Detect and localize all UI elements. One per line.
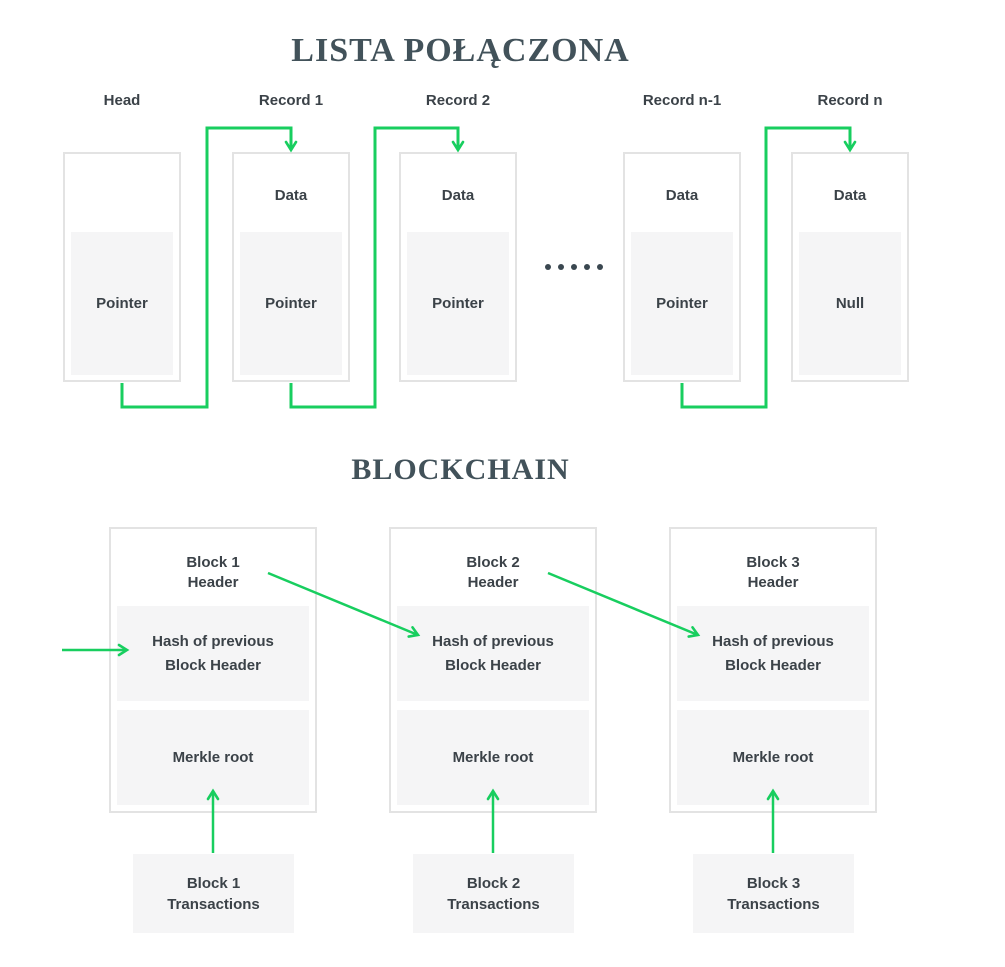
tx-line1: Block 1	[186, 874, 241, 892]
list-node-record-1: Data Pointer	[232, 152, 350, 382]
dot-icon	[597, 264, 603, 270]
merkle-root-box: Merkle root	[397, 710, 589, 805]
hash-line2: Block Header	[165, 656, 261, 674]
list-node-record-n: Data Null	[791, 152, 909, 382]
ellipsis-dots	[545, 264, 603, 270]
block-header-line1: Block 1	[186, 554, 240, 571]
node-pointer-box: Pointer	[71, 232, 173, 375]
block-1-transactions-box: Block 1 Transactions	[133, 854, 294, 933]
block-header-label: Block 3 Header	[671, 553, 875, 593]
blockchain-title: BLOCKCHAIN	[351, 453, 570, 486]
block-2-transactions-box: Block 2 Transactions	[413, 854, 574, 933]
hash-of-previous-box: Hash of previous Block Header	[397, 606, 589, 701]
block-header-line2: Header	[467, 574, 519, 591]
block-header-label: Block 2 Header	[391, 553, 595, 593]
node-pointer-box: Pointer	[240, 232, 342, 375]
node-data-label: Data	[274, 187, 308, 204]
block-header-line1: Block 3	[746, 554, 800, 571]
dot-icon	[584, 264, 590, 270]
block-header-label: Block 1 Header	[111, 553, 315, 593]
hash-line1: Hash of previous	[712, 632, 834, 650]
merkle-root-label: Merkle root	[172, 749, 254, 766]
tx-line1: Block 3	[746, 874, 801, 892]
hash-line2: Block Header	[725, 656, 821, 674]
tx-line2: Transactions	[447, 895, 540, 913]
node-pointer-label: Pointer	[656, 295, 708, 312]
node-data-label: Data	[833, 187, 867, 204]
node-pointer-label: Pointer	[96, 295, 148, 312]
block-header-line2: Header	[747, 574, 799, 591]
blockchain-block-1: Block 1 Header Hash of previous Block He…	[109, 527, 317, 813]
node-label-record-n1: Record n-1	[642, 92, 722, 109]
hash-line1: Hash of previous	[432, 632, 554, 650]
node-label-head: Head	[103, 92, 141, 109]
block-3-transactions-box: Block 3 Transactions	[693, 854, 854, 933]
node-pointer-label: Pointer	[432, 295, 484, 312]
node-pointer-box: Pointer	[407, 232, 509, 375]
merkle-root-box: Merkle root	[117, 710, 309, 805]
node-pointer-box: Pointer	[631, 232, 733, 375]
node-label-record-n: Record n	[817, 92, 883, 109]
node-null-label: Null	[835, 295, 865, 312]
block-header-line1: Block 2	[466, 554, 520, 571]
dot-icon	[571, 264, 577, 270]
hash-of-previous-box: Hash of previous Block Header	[677, 606, 869, 701]
tx-line1: Block 2	[466, 874, 521, 892]
node-null-box: Null	[799, 232, 901, 375]
dot-icon	[558, 264, 564, 270]
node-data-label: Data	[665, 187, 699, 204]
list-node-record-n1: Data Pointer	[623, 152, 741, 382]
hash-line1: Hash of previous	[152, 632, 274, 650]
list-node-record-2: Data Pointer	[399, 152, 517, 382]
blockchain-block-2: Block 2 Header Hash of previous Block He…	[389, 527, 597, 813]
node-label-record-2: Record 2	[425, 92, 491, 109]
hash-line2: Block Header	[445, 656, 541, 674]
list-node-head: Pointer	[63, 152, 181, 382]
hash-of-previous-box: Hash of previous Block Header	[117, 606, 309, 701]
tx-line2: Transactions	[727, 895, 820, 913]
block-header-line2: Header	[187, 574, 239, 591]
dot-icon	[545, 264, 551, 270]
node-label-record-1: Record 1	[258, 92, 324, 109]
blockchain-block-3: Block 3 Header Hash of previous Block He…	[669, 527, 877, 813]
tx-line2: Transactions	[167, 895, 260, 913]
merkle-root-label: Merkle root	[732, 749, 814, 766]
node-data-label: Data	[441, 187, 475, 204]
merkle-root-label: Merkle root	[452, 749, 534, 766]
linked-list-title: LISTA POŁĄCZONA	[291, 32, 630, 69]
merkle-root-box: Merkle root	[677, 710, 869, 805]
node-pointer-label: Pointer	[265, 295, 317, 312]
